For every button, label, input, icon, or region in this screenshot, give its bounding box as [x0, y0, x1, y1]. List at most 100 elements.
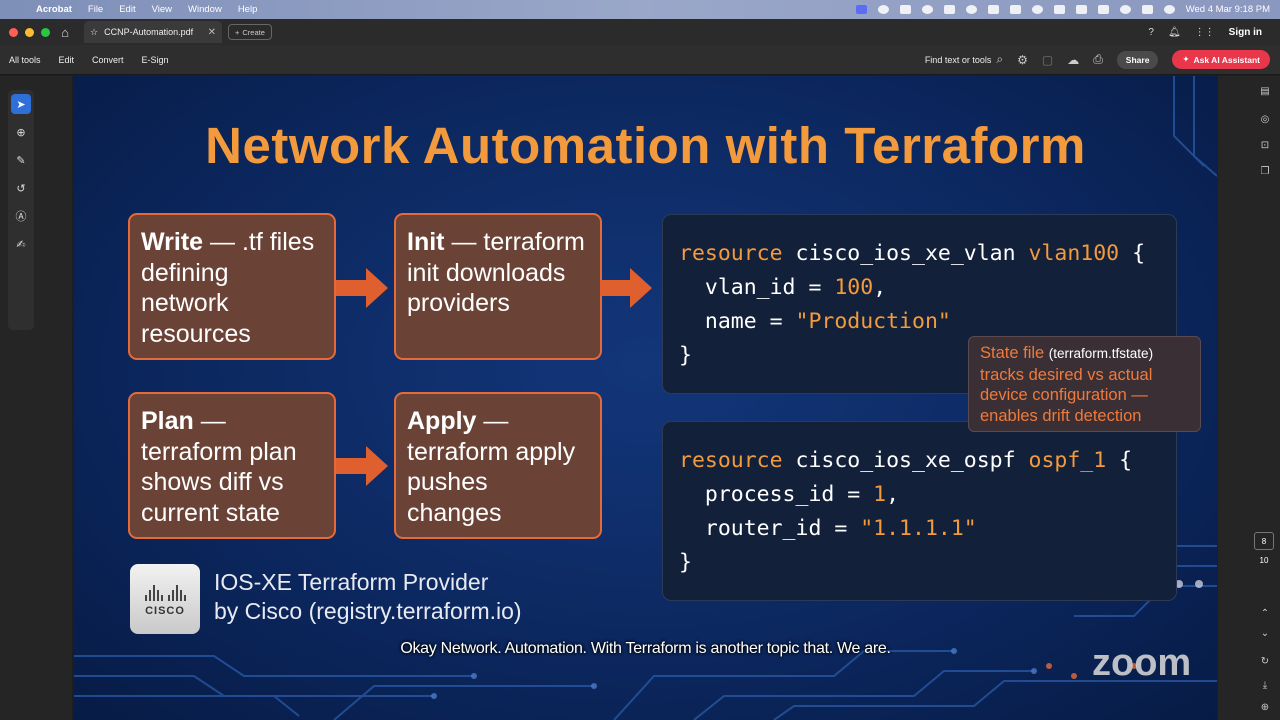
text-select-icon[interactable]: Ⓐ: [15, 211, 27, 223]
find-label: Find text or tools: [924, 54, 992, 65]
play-icon[interactable]: [1009, 5, 1021, 14]
cisco-logo-text: CISCO: [145, 605, 185, 617]
download-icon[interactable]: ⤓: [1262, 680, 1268, 691]
star-icon[interactable]: ☆: [90, 26, 99, 37]
battery-icon[interactable]: [1053, 5, 1065, 14]
status-icons: Wed 4 Mar 9:18 PM: [855, 4, 1280, 15]
clock[interactable]: Wed 4 Mar 9:18 PM: [1185, 4, 1270, 15]
code1-type: cisco_ios_xe_vlan: [782, 241, 1029, 266]
right-tool-rail: ▤ ◎ ⊡ ❐ ⌃ ⌄ ↻ ⤓ ⊕: [1218, 76, 1280, 720]
find-tools-field[interactable]: Find text or tools ⌕: [925, 52, 1003, 67]
menu-view[interactable]: View: [151, 4, 173, 15]
ai-assistant-label: Ask AI Assistant: [1193, 54, 1260, 65]
window-controls: [0, 27, 52, 37]
record-status-icon[interactable]: [921, 5, 933, 14]
toolbar: All tools Edit Convert E-Sign Find text …: [0, 45, 1280, 75]
print-icon[interactable]: ⎙: [1093, 52, 1103, 66]
circuit-pattern: [74, 76, 1217, 720]
card-plan-body: — terraform plan shows diff vs current s…: [141, 407, 297, 527]
arrow-write-to-init: [336, 268, 388, 308]
card-plan: Plan — terraform plan shows diff vs curr…: [128, 392, 336, 539]
cisco-logo: CISCO: [130, 564, 200, 634]
code1-open: {: [1119, 241, 1146, 266]
comment-icon[interactable]: ▤: [1260, 86, 1270, 97]
save-icon[interactable]: ▢: [1041, 52, 1054, 67]
minimize-window-button[interactable]: [25, 27, 34, 37]
tab-title: CCNP-Automation.pdf: [104, 27, 194, 37]
card-write-body: — .tf files defining network resources: [141, 228, 315, 348]
provider-note: IOS-XE Terraform Provider by Cisco (regi…: [214, 568, 522, 626]
zoom-tool-icon[interactable]: ⊕: [16, 126, 26, 139]
battery-level-icon[interactable]: [1097, 5, 1109, 14]
menu-edit-tool[interactable]: Edit: [58, 54, 75, 65]
card-plan-head: Plan: [141, 407, 194, 435]
menu-help[interactable]: Help: [237, 4, 258, 15]
page-number-input[interactable]: 8: [1254, 532, 1274, 550]
menu-bar: Acrobat File Edit View Window Help Wed 4…: [0, 0, 1280, 19]
network-icon[interactable]: [987, 5, 999, 14]
close-tab-icon[interactable]: ✕: [207, 26, 216, 38]
upload-cloud-icon[interactable]: ☁: [1067, 52, 1080, 67]
state-file-name: (terraform.tfstate): [1048, 346, 1154, 361]
apps-grid-icon[interactable]: ⋮⋮: [1194, 26, 1215, 38]
menu-app-acrobat[interactable]: Acrobat: [36, 4, 72, 15]
code2-line2-value: 1: [873, 482, 887, 507]
menu-all-tools[interactable]: All tools: [9, 54, 41, 65]
card-apply: Apply — terraform apply pushes changes: [394, 392, 602, 539]
help-icon[interactable]: ?: [1148, 26, 1154, 38]
code2-open: {: [1106, 448, 1133, 473]
share-button[interactable]: Share: [1116, 50, 1159, 69]
menu-convert[interactable]: Convert: [92, 54, 124, 65]
chat-status-icon[interactable]: [877, 5, 889, 14]
bluetooth-icon[interactable]: [1031, 5, 1043, 14]
code2-keyword: resource: [679, 448, 783, 473]
ai-assistant-button[interactable]: ✦ Ask AI Assistant: [1172, 50, 1270, 69]
card-write-head: Write: [141, 228, 204, 256]
code1-name: vlan100: [1028, 241, 1120, 266]
zoom-window-button[interactable]: [41, 27, 50, 37]
menu-esign[interactable]: E-Sign: [141, 54, 169, 65]
zoom-in-icon[interactable]: ⊕: [1260, 702, 1270, 713]
close-window-button[interactable]: [9, 27, 18, 37]
tab-document[interactable]: ☆ CCNP-Automation.pdf ✕: [84, 21, 222, 43]
location-icon[interactable]: [965, 5, 977, 14]
home-icon[interactable]: ⌂: [61, 24, 69, 40]
code1-line2-value: 100: [834, 275, 874, 300]
code-block-ospf: resource cisco_ios_xe_ospf ospf_1 { proc…: [662, 421, 1177, 601]
protect-icon[interactable]: ⚙: [1017, 52, 1028, 67]
menu-file[interactable]: File: [87, 4, 104, 15]
menu-edit[interactable]: Edit: [119, 4, 136, 15]
notifications-icon[interactable]: 🔔︎: [1167, 26, 1181, 38]
card-apply-head: Apply: [407, 407, 477, 435]
cloud-status-icon[interactable]: [899, 5, 911, 14]
signature-icon[interactable]: ✍: [16, 238, 26, 251]
create-tab-button[interactable]: + Create: [228, 24, 272, 40]
sign-in-button[interactable]: Sign in: [1228, 26, 1262, 38]
control-center-icon[interactable]: [1141, 5, 1153, 14]
menu-window[interactable]: Window: [188, 4, 222, 15]
code2-line2-comma: ,: [886, 482, 900, 507]
zoom-status-icon[interactable]: [855, 5, 867, 14]
wifi-icon[interactable]: [1075, 5, 1087, 14]
scroll-up-icon[interactable]: ⌃: [1260, 608, 1270, 619]
arrow-plan-to-apply: [336, 446, 388, 486]
bookmark-icon[interactable]: ⊡: [1260, 140, 1270, 151]
lasso-icon[interactable]: ↺: [16, 182, 26, 195]
code2-line3-value: "1.1.1.1": [860, 516, 977, 541]
card-init: Init — terraform init downloads provider…: [394, 213, 602, 360]
refresh-icon[interactable]: ↻: [1260, 656, 1270, 667]
pen-icon[interactable]: ✎: [16, 154, 26, 167]
code2-close: }: [679, 550, 692, 575]
pages-icon[interactable]: ❐: [1260, 166, 1270, 177]
plus-icon: +: [235, 27, 240, 37]
card-init-head: Init: [407, 228, 445, 256]
scroll-down-icon[interactable]: ⌄: [1260, 628, 1270, 639]
provider-line-2: by Cisco (registry.terraform.io): [214, 598, 522, 624]
siri-icon[interactable]: [1163, 5, 1175, 14]
attach-icon[interactable]: ◎: [1260, 114, 1270, 125]
screen-share-icon[interactable]: [943, 5, 955, 14]
spotlight-icon[interactable]: [1119, 5, 1131, 14]
zoom-watermark: zoom: [1092, 642, 1192, 684]
cisco-bars-icon: [144, 581, 186, 601]
select-cursor-icon[interactable]: ➤: [11, 94, 31, 114]
